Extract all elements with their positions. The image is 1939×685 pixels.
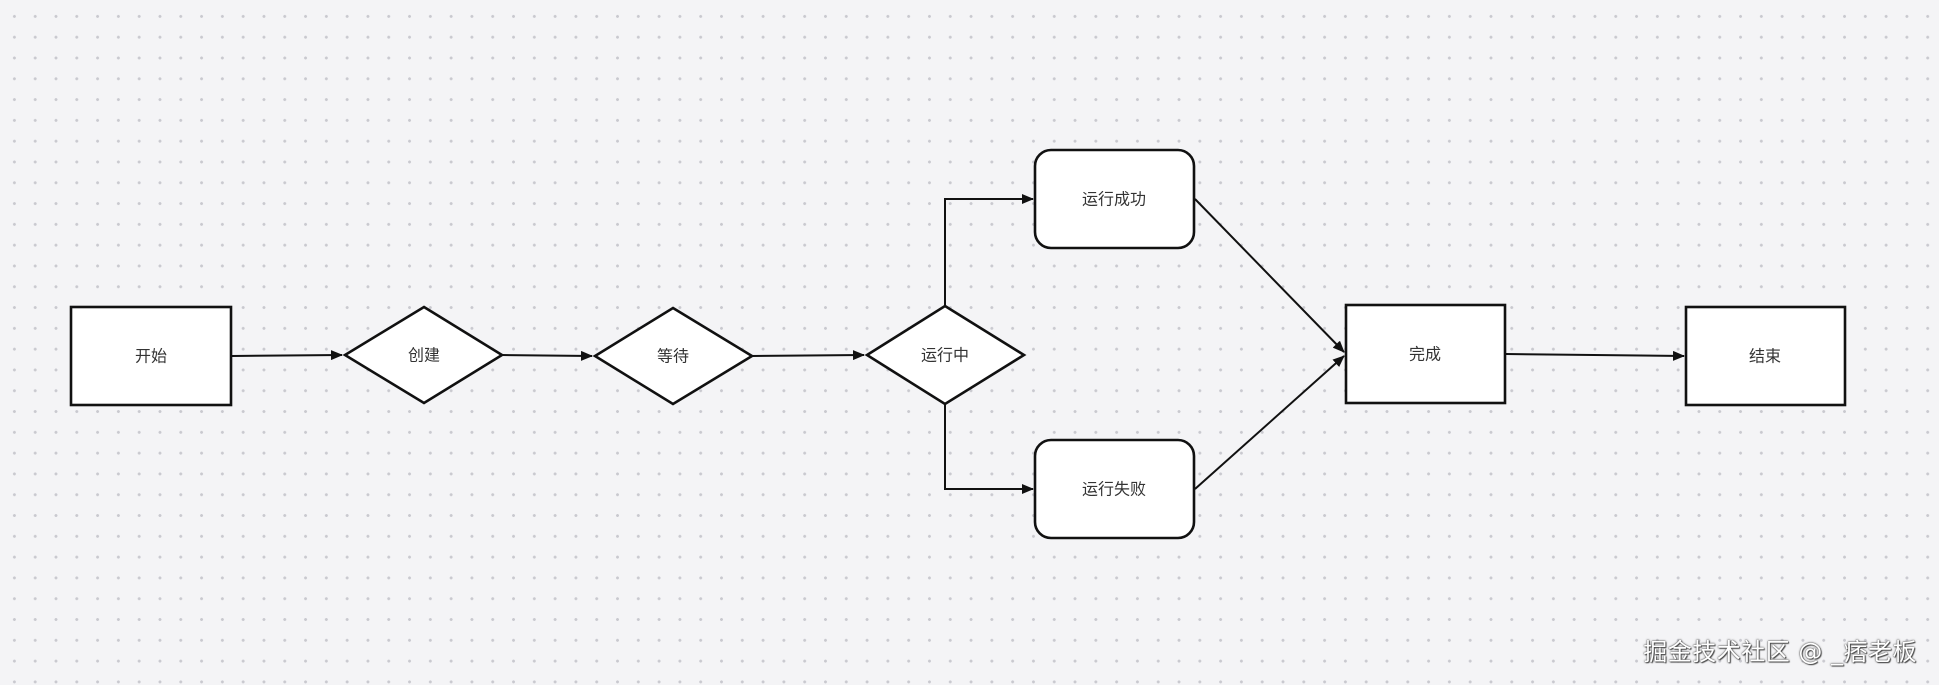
node-success[interactable]: 运行成功 — [1033, 148, 1196, 250]
node-end-label: 结束 — [1749, 347, 1781, 366]
node-end-shape — [1684, 305, 1847, 407]
node-start-label: 开始 — [135, 347, 167, 366]
node-start-shape — [69, 305, 233, 407]
edge-success-to-done[interactable] — [1194, 198, 1345, 353]
node-wait-shape — [592, 306, 755, 406]
node-create-shape — [342, 305, 505, 405]
node-running-shape — [864, 304, 1027, 406]
node-done-shape — [1344, 303, 1507, 405]
edge-wait-to-running[interactable] — [751, 350, 865, 361]
node-done-label: 完成 — [1409, 345, 1441, 364]
node-failure-shape — [1033, 438, 1196, 540]
node-running[interactable]: 运行中 — [864, 304, 1027, 406]
node-success-label: 运行成功 — [1082, 190, 1146, 209]
node-success-shape — [1033, 148, 1196, 250]
node-running-label: 运行中 — [921, 346, 969, 365]
node-wait-label: 等待 — [657, 347, 689, 366]
node-failure[interactable]: 运行失败 — [1033, 438, 1196, 540]
node-wait[interactable]: 等待 — [592, 306, 755, 406]
edge-failure-to-done[interactable] — [1194, 355, 1345, 490]
watermark: 掘金技术社区 @ _痞老板 — [1643, 638, 1917, 666]
edge-create-to-wait[interactable] — [501, 350, 593, 361]
node-start[interactable]: 开始 — [69, 305, 233, 407]
node-done[interactable]: 完成 — [1344, 303, 1507, 405]
node-create[interactable]: 创建 — [342, 305, 505, 405]
edge-running-to-failure[interactable] — [944, 404, 1034, 494]
edges — [231, 194, 1685, 494]
edge-done-to-end[interactable] — [1505, 350, 1685, 361]
edge-start-to-create[interactable] — [231, 350, 343, 361]
node-create-label: 创建 — [408, 346, 440, 365]
node-failure-label: 运行失败 — [1082, 480, 1146, 499]
edge-running-to-success[interactable] — [944, 194, 1034, 306]
node-end[interactable]: 结束 — [1684, 305, 1847, 407]
